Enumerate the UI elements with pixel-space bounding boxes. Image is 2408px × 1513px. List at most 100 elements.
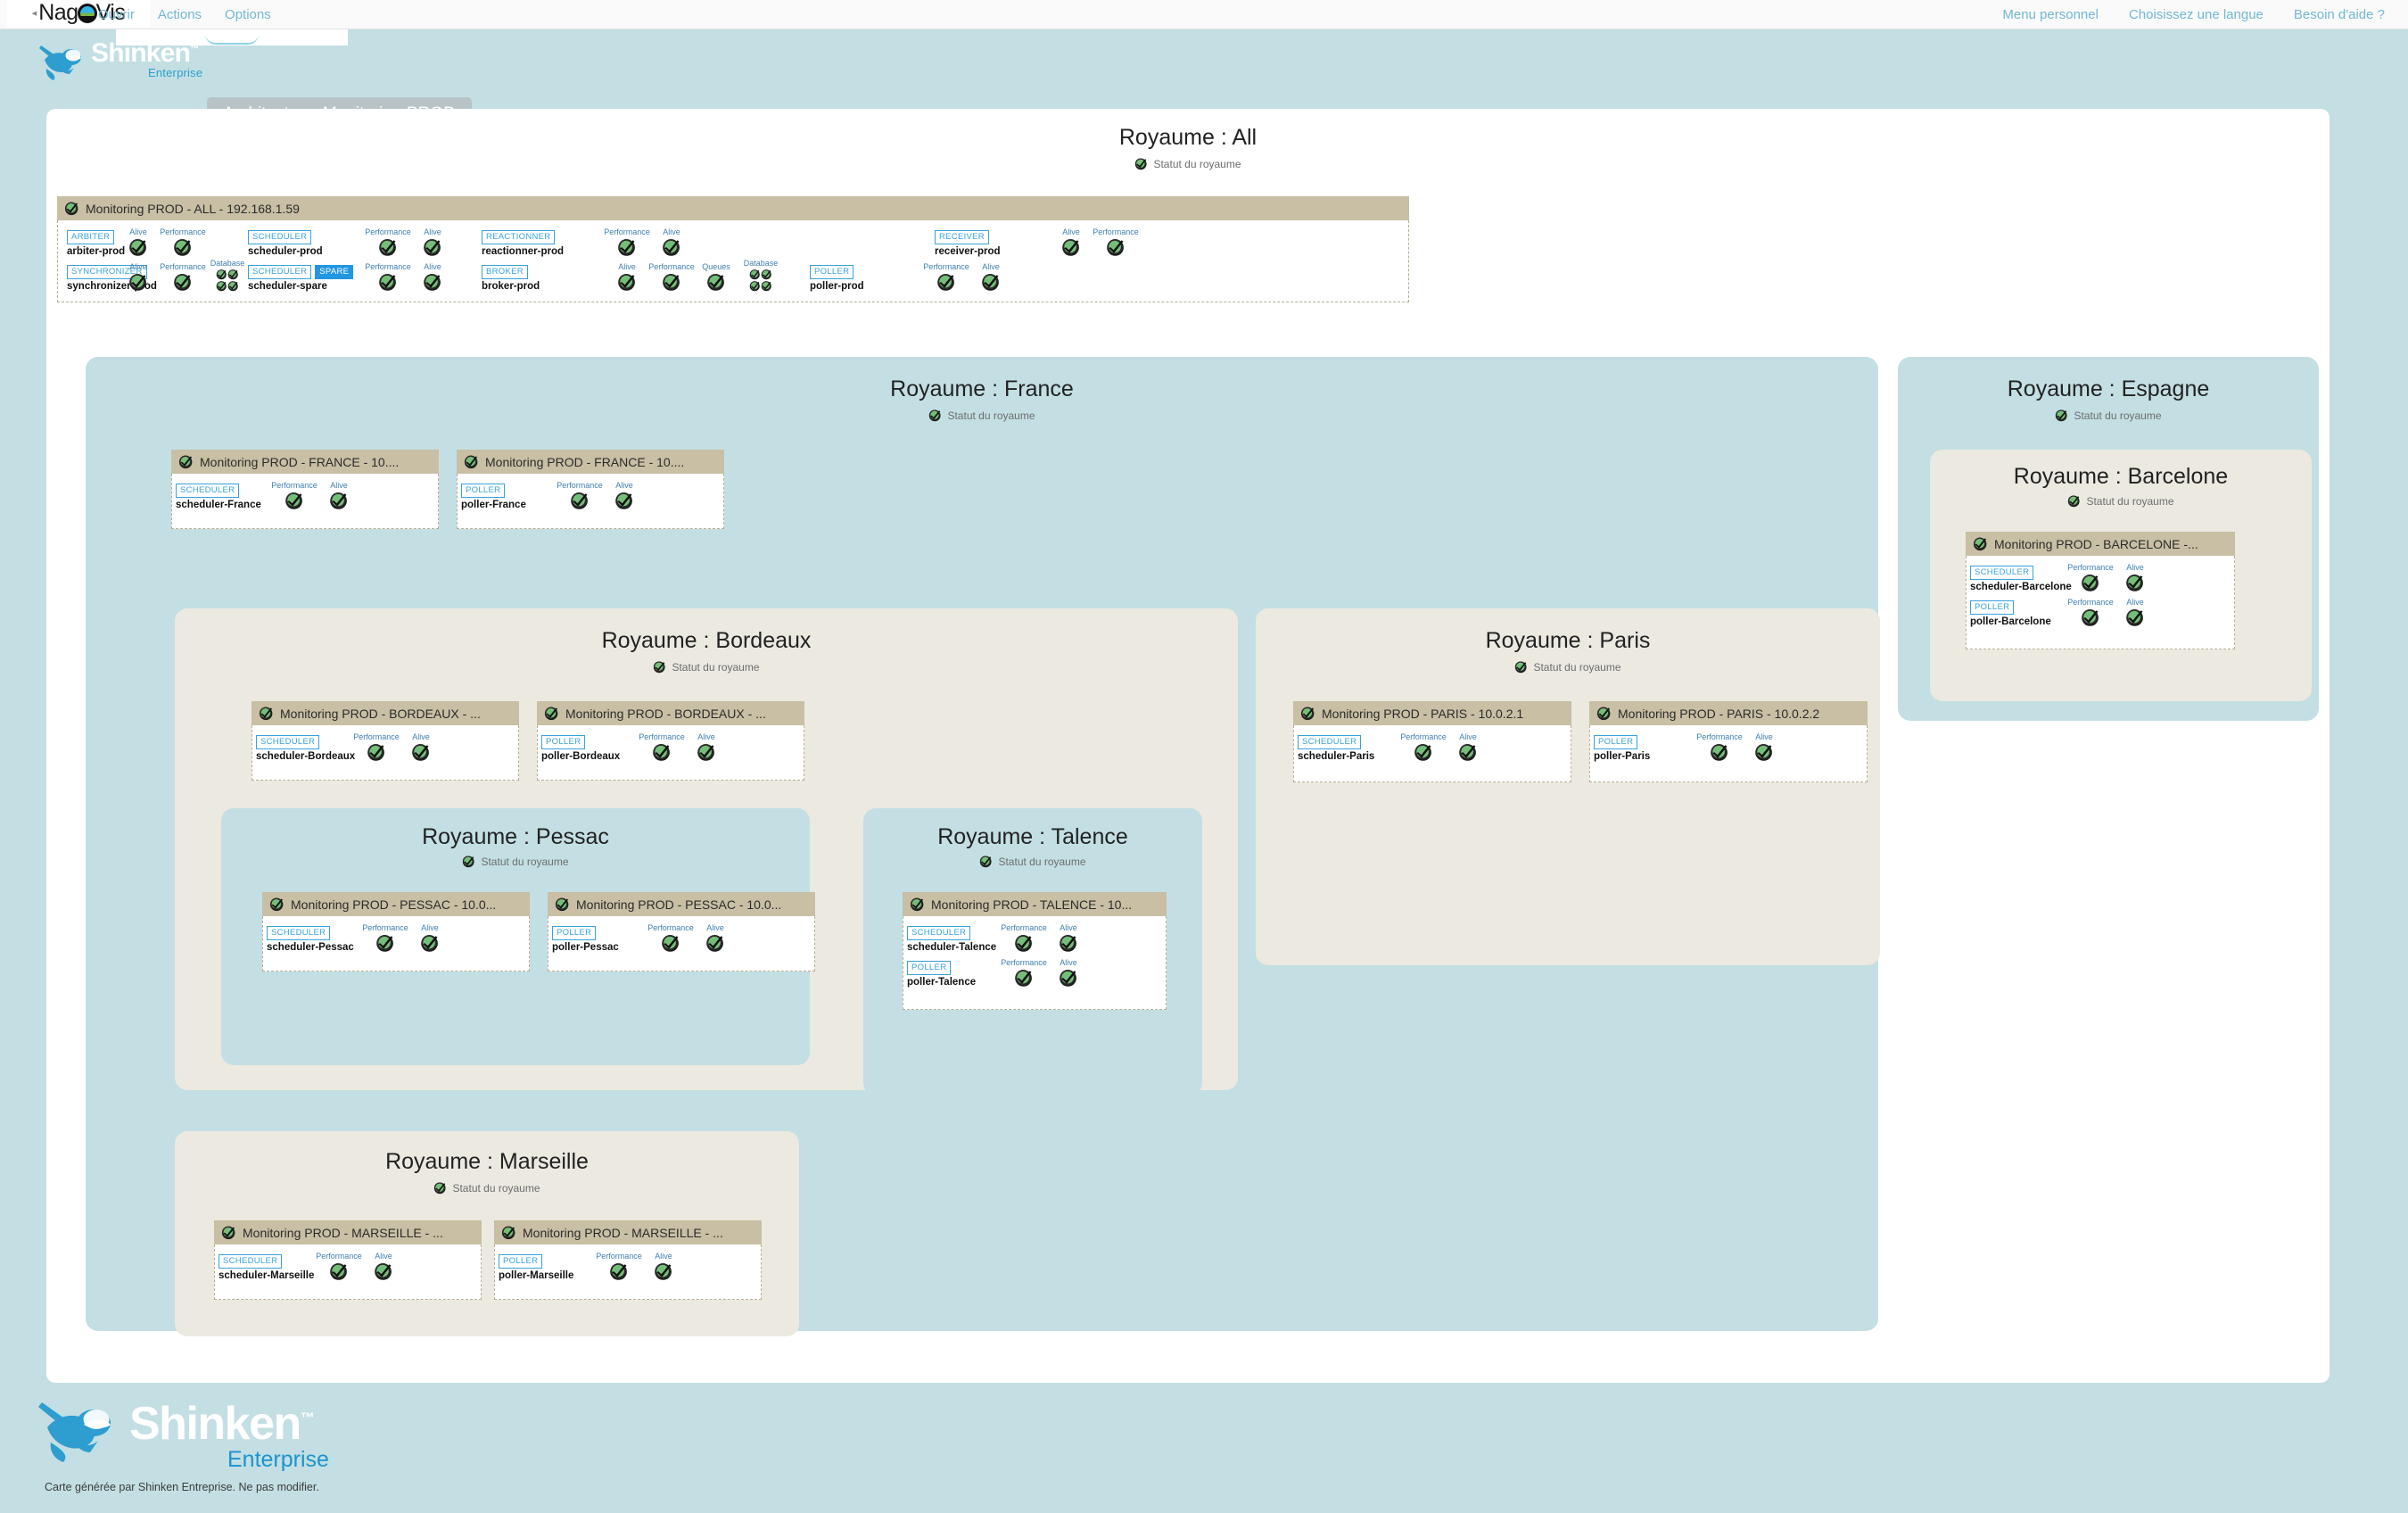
hostbox-barcelone[interactable]: Monitoring PROD - BARCELONE -... SCHEDUL… [1966,532,2235,649]
daemon-scheduler-Barcelone[interactable]: SCHEDULER scheduler-Barcelone [1970,566,2095,592]
service-performance[interactable]: Performance [365,227,411,257]
hostbox-france-scheduler[interactable]: Monitoring PROD - FRANCE - 10.... SCHEDU… [171,450,439,529]
service-alive[interactable]: Alive [1742,732,1786,762]
service-alive[interactable]: Alive [693,923,738,953]
hostbox-bordeaux-scheduler[interactable]: Monitoring PROD - BORDEAUX - ... SCHEDUL… [252,701,519,781]
daemon-poller-Pessac[interactable]: POLLER poller-Pessac [552,926,659,953]
service-alive[interactable]: Alive [1049,227,1093,257]
hostbox-header[interactable]: Monitoring PROD - FRANCE - 10.... [171,450,439,474]
royaume-france[interactable]: Royaume : France Statut du royaume Monit… [86,357,1880,1336]
collapse-caret-icon[interactable]: ◂ [31,8,37,19]
daemon-scheduler-Paris[interactable]: SCHEDULER scheduler-Paris [1298,735,1398,762]
hostbox-all-header[interactable]: Monitoring PROD - ALL - 192.168.1.59 [57,196,1409,220]
nav-besoin-aide[interactable]: Besoin d'aide ? [2293,7,2385,22]
service-alive[interactable]: Alive [317,481,361,510]
daemon-poller-Bordeaux[interactable]: POLLER poller-Bordeaux [541,735,659,762]
service-performance[interactable]: Performance [362,923,408,953]
daemon-scheduler-France[interactable]: SCHEDULER scheduler-France [176,484,281,510]
hostbox-header[interactable]: Monitoring PROD - MARSEILLE - ... [494,1220,762,1244]
service-alive[interactable]: Alive [969,262,1013,292]
service-alive[interactable]: Alive [1446,732,1490,762]
nav-menu-personnel[interactable]: Menu personnel [2002,7,2099,22]
service-alive[interactable]: Alive [116,227,161,257]
hostbox-header[interactable]: Monitoring PROD - TALENCE - 10... [903,892,1167,916]
service-performance[interactable]: Performance [1001,958,1047,988]
hostbox-paris-poller[interactable]: Monitoring PROD - PARIS - 10.0.2.2 POLLE… [1589,701,1868,782]
daemon-poller-France[interactable]: POLLER poller-France [461,484,566,510]
nav-options[interactable]: Options [225,7,271,22]
service-alive[interactable]: Alive [1046,923,1091,953]
hostbox-header[interactable]: Monitoring PROD - FRANCE - 10.... [457,450,724,474]
service-alive[interactable]: Alive [408,923,452,953]
royaume-espagne[interactable]: Royaume : Espagne Statut du royaume Roya… [1898,357,2319,721]
service-alive[interactable]: Alive [684,732,729,762]
hostbox-header[interactable]: Monitoring PROD - PARIS - 10.0.2.2 [1589,701,1868,725]
daemon-scheduler-Marseille[interactable]: SCHEDULER scheduler-Marseille [219,1254,338,1281]
service-performance[interactable]: Performance [923,262,969,292]
service-performance[interactable]: Performance [648,262,695,292]
service-performance[interactable]: Performance [2067,563,2114,592]
service-performance[interactable]: Performance [557,481,603,510]
service-alive[interactable]: Alive [116,262,161,292]
hostbox-france-poller[interactable]: Monitoring PROD - FRANCE - 10.... POLLER… [457,450,724,529]
service-performance[interactable]: Performance [639,732,685,762]
service-alive[interactable]: Alive [641,1252,686,1281]
service-performance[interactable]: Performance [353,732,400,762]
service-alive[interactable]: Alive [2113,598,2157,627]
royaume-bordeaux[interactable]: Royaume : Bordeaux Statut du royaume Mon… [175,608,1238,1095]
hostbox-marseille-scheduler[interactable]: Monitoring PROD - MARSEILLE - ... SCHEDU… [214,1220,482,1300]
service-database[interactable]: Database [738,259,783,292]
service-database[interactable]: Database [205,259,250,292]
daemon-scheduler-Talence[interactable]: SCHEDULER scheduler-Talence [907,926,1012,953]
hostbox-marseille-poller[interactable]: Monitoring PROD - MARSEILLE - ... POLLER… [494,1220,762,1300]
service-alive[interactable]: Alive [2113,563,2157,592]
daemon-poller-prod[interactable]: POLLER poller-prod [810,265,979,292]
service-performance[interactable]: Performance [316,1252,362,1281]
daemon-broker-prod[interactable]: BROKER broker-prod [482,265,651,292]
daemon-poller-Talence[interactable]: POLLER poller-Talence [907,961,1012,988]
service-performance[interactable]: Performance [596,1252,642,1281]
royaume-barcelone[interactable]: Royaume : Barcelone Statut du royaume Mo… [1930,450,2312,701]
service-performance[interactable]: Performance [1400,732,1447,762]
service-alive[interactable]: Alive [602,481,647,510]
service-alive[interactable]: Alive [361,1252,406,1281]
hostbox-header[interactable]: Monitoring PROD - PESSAC - 10.0... [548,892,815,916]
daemon-scheduler-Pessac[interactable]: SCHEDULER scheduler-Pessac [267,926,374,953]
daemon-reactionner-prod[interactable]: REACTIONNER reactionner-prod [482,230,651,257]
daemon-scheduler-prod[interactable]: SCHEDULER scheduler-prod [248,230,444,257]
daemon-arbiter-prod[interactable]: ARBITER arbiter-prod [67,230,281,257]
royaume-marseille[interactable]: Royaume : Marseille Statut du royaume Mo… [175,1131,799,1336]
service-performance[interactable]: Performance [604,227,650,257]
service-alive[interactable]: Alive [649,227,694,257]
service-performance[interactable]: Performance [1001,923,1047,953]
service-alive[interactable]: Alive [399,732,443,762]
hostbox-bordeaux-poller[interactable]: Monitoring PROD - BORDEAUX - ... POLLER … [537,701,804,781]
service-queues[interactable]: Queues [694,262,738,292]
hostbox-header[interactable]: Monitoring PROD - MARSEILLE - ... [214,1220,482,1244]
royaume-pessac[interactable]: Royaume : Pessac Statut du royaume Monit… [221,808,815,1065]
royaume-talence[interactable]: Royaume : Talence Statut du royaume Moni… [863,808,1202,1095]
nav-choisissez-langue[interactable]: Choisissez une langue [2128,7,2264,22]
hostbox-header[interactable]: Monitoring PROD - PESSAC - 10.0... [262,892,530,916]
royaume-paris[interactable]: Royaume : Paris Statut du royaume Monito… [1256,608,1880,965]
hostbox-pessac-scheduler[interactable]: Monitoring PROD - PESSAC - 10.0... SCHED… [262,892,530,971]
hostbox-header[interactable]: Monitoring PROD - BORDEAUX - ... [252,701,519,725]
nav-actions[interactable]: Actions [157,7,202,22]
hostbox-header[interactable]: Monitoring PROD - BARCELONE -... [1966,532,2235,556]
daemon-poller-Barcelone[interactable]: POLLER poller-Barcelone [1970,600,2095,627]
daemon-receiver-prod[interactable]: RECEIVER receiver-prod [935,230,1104,257]
service-alive[interactable]: Alive [605,262,649,292]
hostbox-pessac-poller[interactable]: Monitoring PROD - PESSAC - 10.0... POLLE… [548,892,815,971]
service-performance[interactable]: Performance [271,481,317,510]
service-performance[interactable]: Performance [365,262,411,292]
hostbox-header[interactable]: Monitoring PROD - BORDEAUX - ... [537,701,804,725]
service-alive[interactable]: Alive [410,262,455,292]
hostbox-paris-scheduler[interactable]: Monitoring PROD - PARIS - 10.0.2.1 SCHED… [1293,701,1571,782]
nav-ouvrir[interactable]: Ouvrir [98,7,135,22]
hostbox-header[interactable]: Monitoring PROD - PARIS - 10.0.2.1 [1293,701,1571,725]
service-alive[interactable]: Alive [1046,958,1091,988]
service-performance[interactable]: Performance [647,923,694,953]
service-performance[interactable]: Performance [1696,732,1743,762]
daemon-scheduler-spare[interactable]: SCHEDULER SPARE scheduler-spare [248,265,444,292]
service-performance[interactable]: Performance [160,262,206,292]
